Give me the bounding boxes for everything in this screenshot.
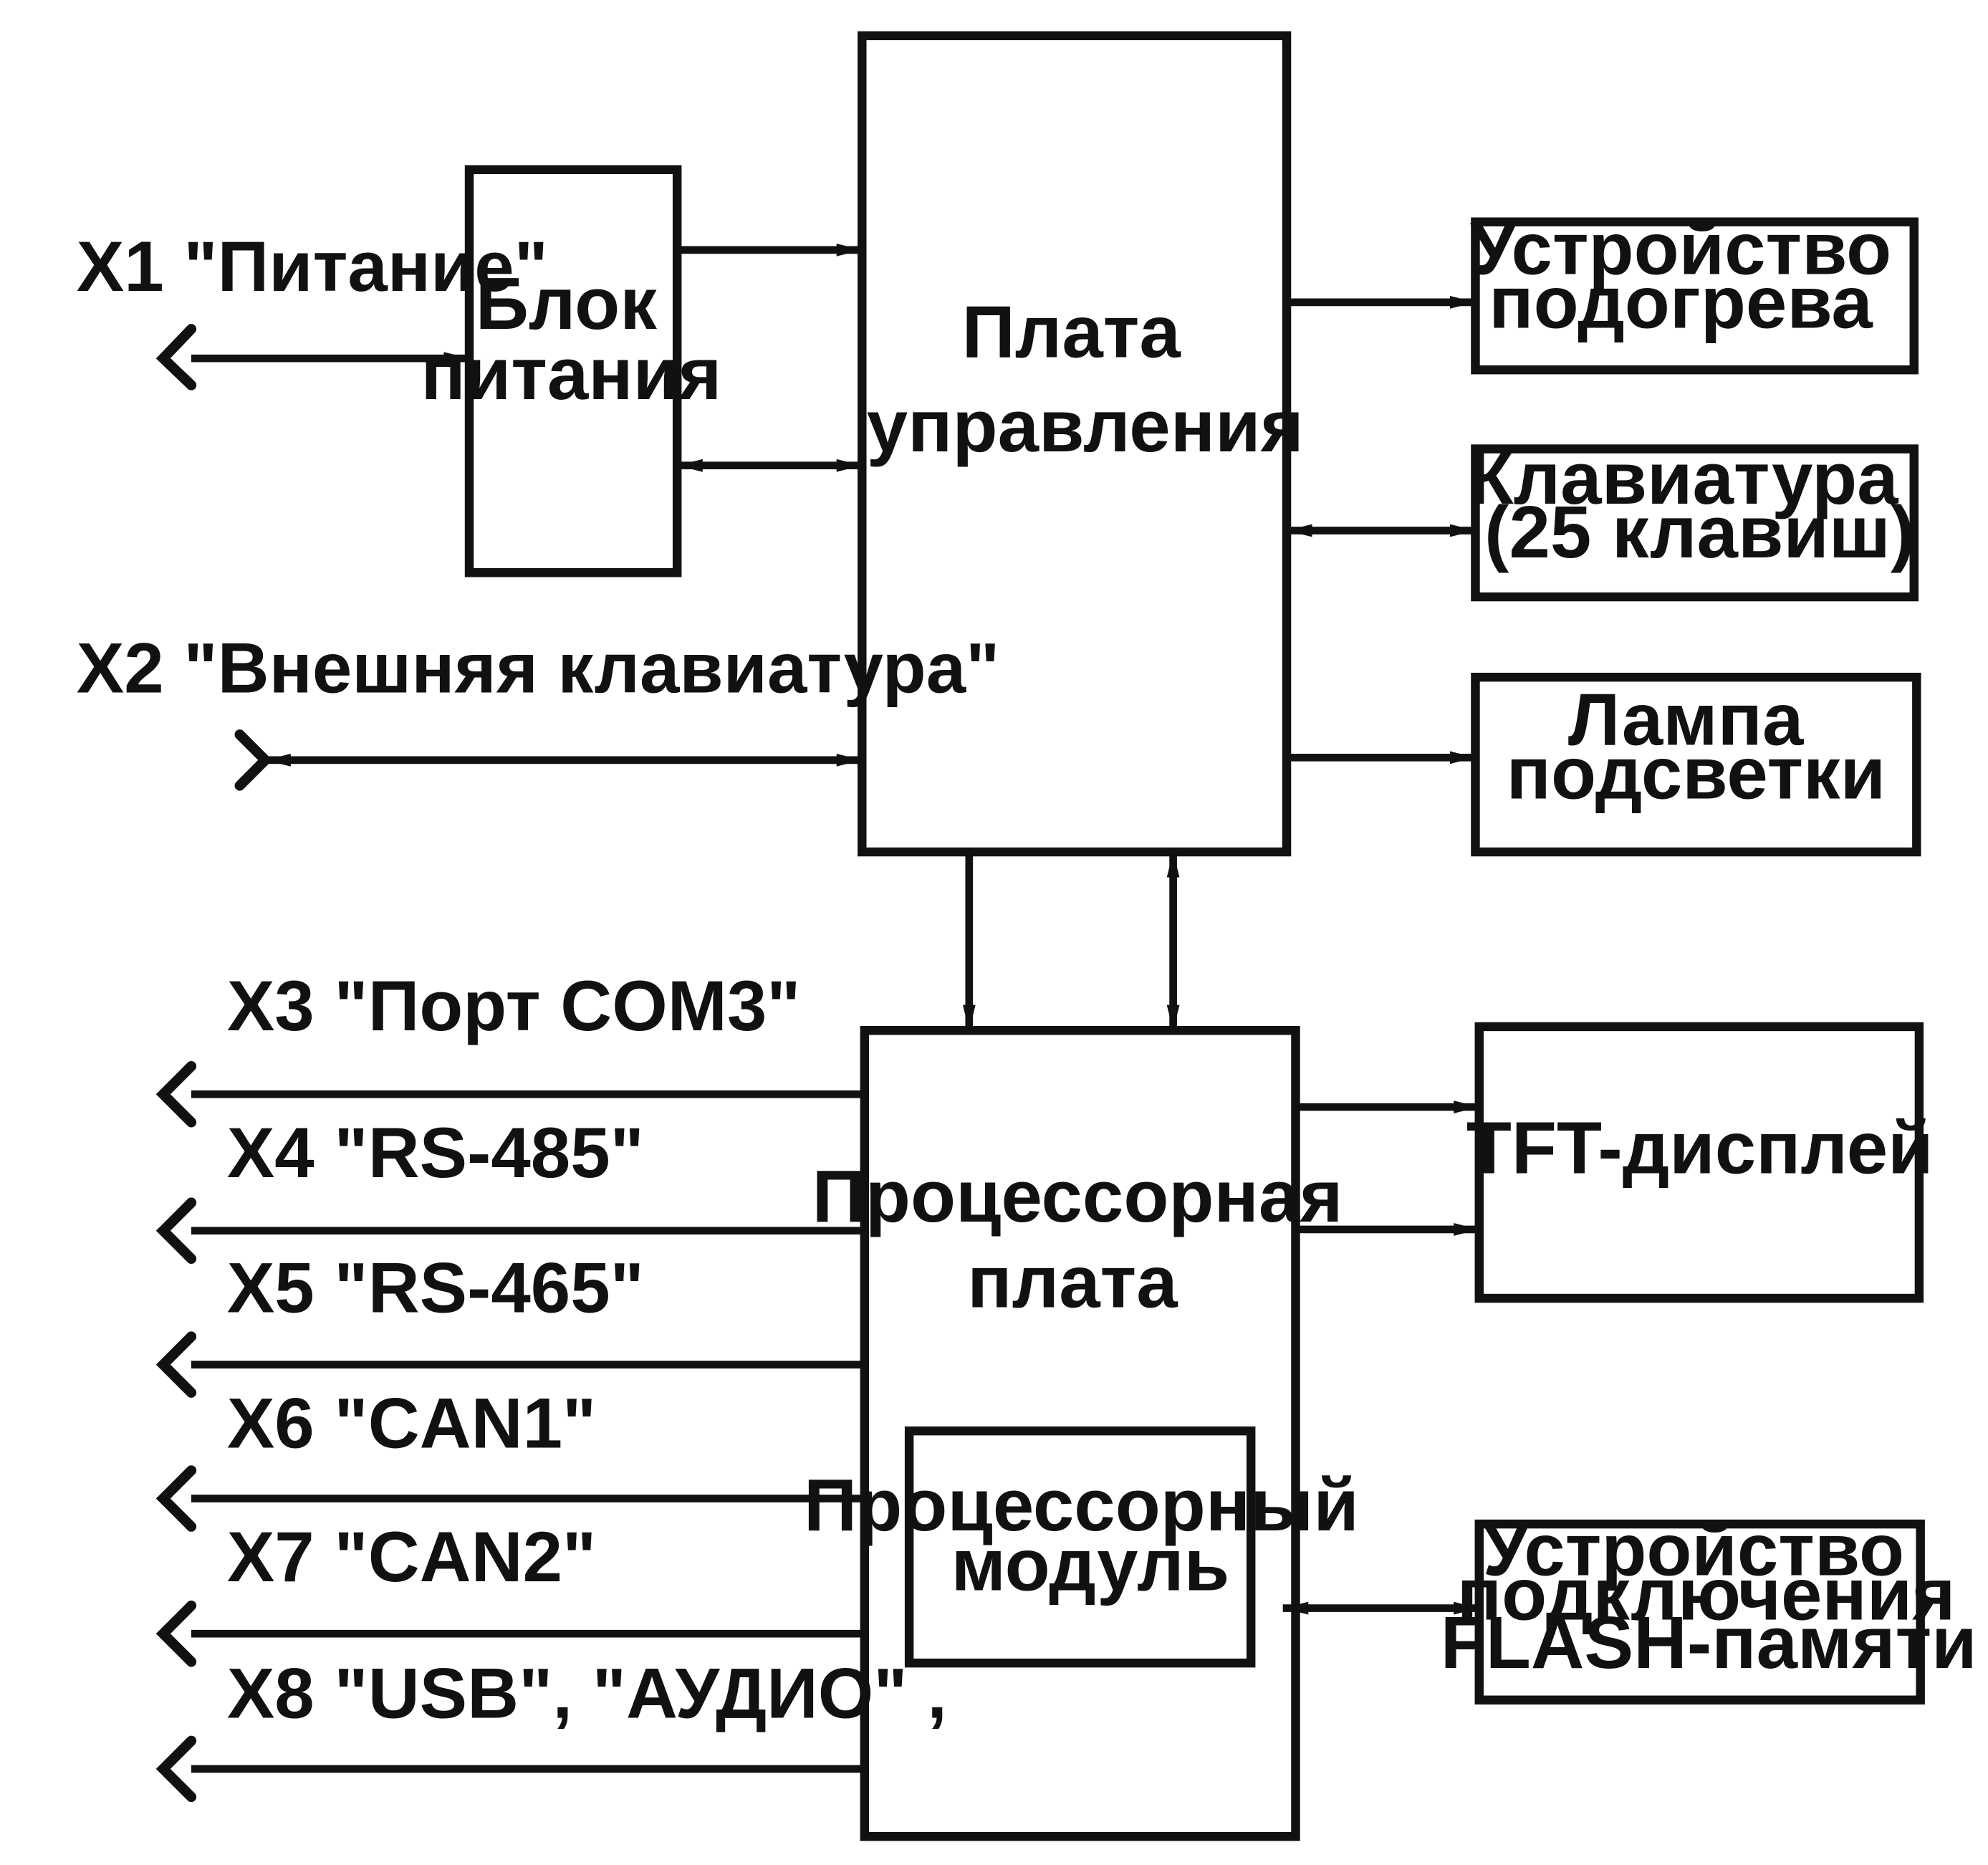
x6-plug-icon <box>155 1465 197 1532</box>
backlight-label-2: подсветки <box>1507 732 1886 814</box>
cpu-module-label-1: Процессорный <box>804 1464 1359 1546</box>
power-unit-label-2: питания <box>421 332 722 415</box>
x6-label: X6 "CAN1" <box>227 1384 597 1463</box>
x2-plug-icon <box>234 729 273 791</box>
backlight-label-1: Лампа <box>1568 679 1805 761</box>
x7-plug-icon <box>155 1600 197 1667</box>
x1-plug-icon <box>155 324 197 390</box>
cpu-board-label-2: плата <box>967 1241 1178 1323</box>
x7-label: X7 "CAN2" <box>227 1518 597 1597</box>
x4-plug-icon <box>155 1197 197 1264</box>
cpu-board-label-1: Процессорная <box>812 1155 1343 1237</box>
backlight-box <box>1471 672 1921 857</box>
heater-label-2: подогрева <box>1489 261 1873 343</box>
tft-box <box>1474 1022 1924 1303</box>
keypad-label-2: (25 клавиш) <box>1484 491 1915 573</box>
x3-label: X3 "Порт COM3" <box>227 967 801 1046</box>
x8-label: X8 "USB", "АУДИО" , <box>227 1654 947 1734</box>
power-unit-box <box>464 165 682 577</box>
x3-plug-icon <box>155 1060 197 1128</box>
x1-label: X1 "Питание" <box>77 227 548 307</box>
power-unit-label-1: Блок <box>476 262 657 345</box>
x5-plug-icon <box>155 1331 197 1398</box>
control-board-label-2: управления <box>867 385 1304 467</box>
control-board-label-1: Плата <box>962 290 1182 373</box>
flash-label-1: Устройство <box>1483 1508 1904 1591</box>
x2-label: X2 "Внешняя клавиатура" <box>77 629 1000 709</box>
cpu-module-box <box>904 1426 1256 1668</box>
x4-label: X4 "RS-485" <box>227 1113 644 1193</box>
keypad-box <box>1471 444 1919 602</box>
heater-label-1: Устройство <box>1470 208 1891 290</box>
control-board-box <box>858 31 1292 857</box>
flash-label-3: FLASH-памяти <box>1441 1601 1977 1684</box>
cpu-board-box <box>860 1026 1300 1841</box>
flash-label-2: подключения <box>1457 1553 1956 1636</box>
cpu-module-label-2: модуль <box>951 1524 1230 1606</box>
x8-plug-icon <box>155 1735 197 1803</box>
heater-box <box>1471 217 1919 375</box>
tft-label: TFT-дисплей <box>1466 1107 1934 1189</box>
keypad-label-1: Клавиатура <box>1469 437 1900 519</box>
x5-label: X5 "RS-465" <box>227 1249 644 1328</box>
